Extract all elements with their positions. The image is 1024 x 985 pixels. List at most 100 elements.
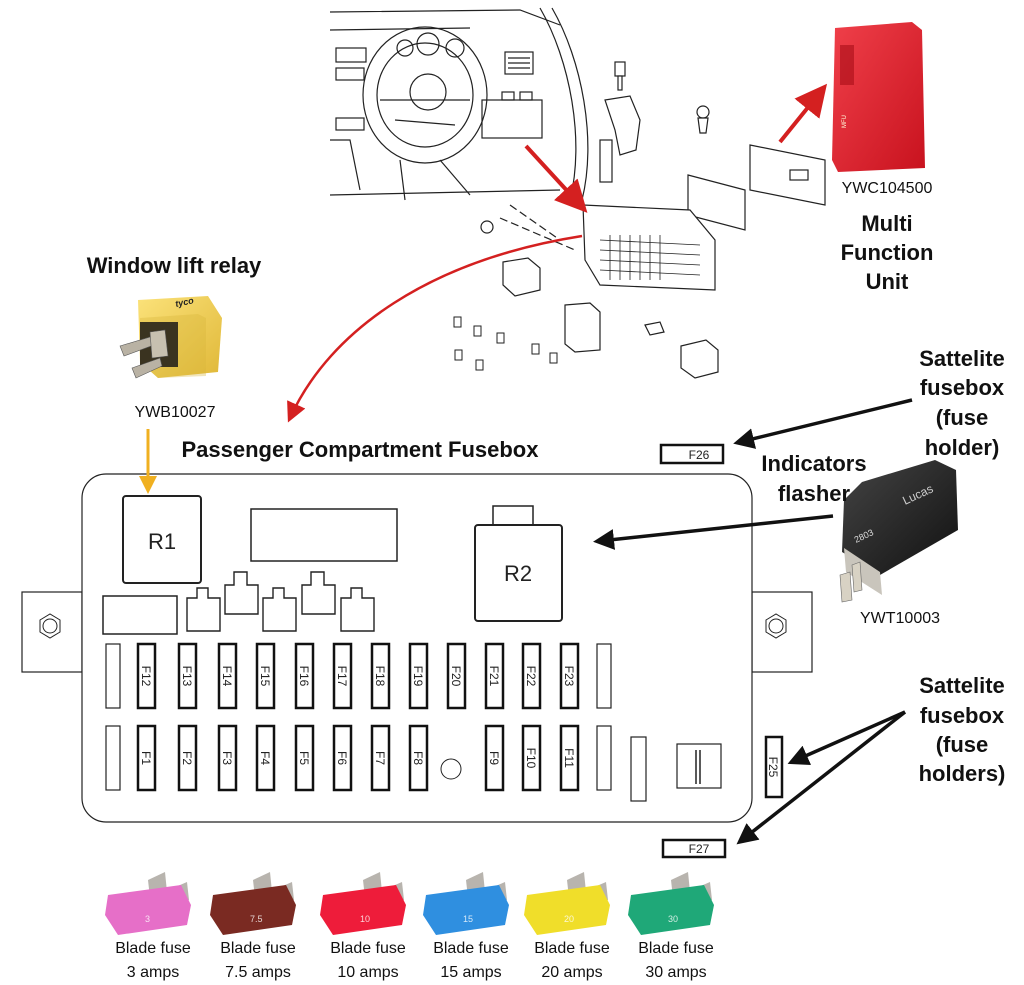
relay-label-r1: R1: [148, 529, 176, 554]
flasher-part-number: YWT10003: [859, 610, 941, 627]
exploded-parts: [453, 61, 826, 379]
fuse-slot-F3[interactable]: [217, 724, 238, 792]
fuse-slot-F16[interactable]: [294, 642, 315, 710]
blade-fuse-15-amp: 15: [423, 872, 509, 935]
fuse-label-F15: F15: [258, 666, 272, 687]
satellite-fuse-holders: F26 F25 F27: [659, 443, 784, 859]
blade-fuse-rating: 20 amps: [541, 964, 603, 981]
blade-fuse-10-amp: 10: [320, 872, 406, 935]
fuse-label-F26: F26: [689, 448, 710, 462]
blade-fuse-label: Blade fuse: [638, 940, 714, 957]
relay-label-r2: R2: [504, 561, 532, 586]
fuse-slot-F18[interactable]: [370, 642, 391, 710]
fuse-label-F8: F8: [411, 751, 425, 765]
fuse-slot-F8[interactable]: [408, 724, 429, 792]
fuse-slot-F15[interactable]: [255, 642, 276, 710]
fuse-label-F21: F21: [487, 666, 501, 687]
fuse-label-F17: F17: [335, 666, 349, 687]
satellite-holders-line-3: (fuse: [935, 732, 989, 757]
arrow-satellite-to-f26: [733, 398, 913, 449]
arrow-satellite-to-f25: [787, 710, 906, 765]
fuse-label-F4: F4: [258, 751, 272, 765]
satellite-holders-line-4: holders): [918, 761, 1006, 786]
fuse-label-F16: F16: [297, 666, 311, 687]
relay-brand-text: tyco: [174, 295, 195, 309]
fuse-slot-F20[interactable]: [446, 642, 467, 710]
blade-fuse-20-amp: 20: [524, 872, 610, 935]
blade-fuse-photos: 3 7.5 10 15 20 30: [105, 872, 714, 935]
fuse-slot-F11[interactable]: [559, 724, 580, 792]
fuse-slot-F6[interactable]: [332, 724, 353, 792]
flasher-label-line-2: flasher: [777, 481, 851, 506]
fuse-slot-F9[interactable]: [484, 724, 505, 792]
blade-fuse-rating: 30 amps: [645, 964, 707, 981]
flasher-label-line-1: Indicators: [761, 451, 867, 476]
blade-fuse-label: Blade fuse: [534, 940, 610, 957]
multi-function-unit-photo: MFU: [832, 22, 925, 172]
fuse-label-F2: F2: [180, 751, 194, 765]
satellite-holder-line-4: holder): [924, 435, 1000, 460]
fuse-slot-F22[interactable]: [521, 642, 542, 710]
fuse-label-F13: F13: [180, 666, 194, 687]
fuse-slot-F13[interactable]: [177, 642, 198, 710]
fuse-slot-F4[interactable]: [255, 724, 276, 792]
satellite-holders-line-2: fusebox: [919, 703, 1005, 728]
dashboard-illustration: [329, 7, 589, 201]
satellite-holder-line-2: fusebox: [919, 375, 1005, 400]
blade-fuse-marking: 30: [668, 914, 678, 924]
fuse-slot-F1[interactable]: [136, 724, 157, 792]
blade-fuse-marking: 15: [463, 914, 473, 924]
fuse-label-F3: F3: [220, 751, 234, 765]
mfu-label-line-3: Unit: [865, 269, 909, 294]
indicators-flasher-photo: Lucas 2803: [839, 460, 958, 603]
fuse-slot-F2[interactable]: [177, 724, 198, 792]
fuse-slot-F5[interactable]: [294, 724, 315, 792]
svg-text:MFU: MFU: [842, 115, 848, 128]
fuse-slot-F10[interactable]: [521, 724, 542, 792]
fuse-label-F20: F20: [449, 666, 463, 687]
mfu-label-line-2: Function: [840, 240, 934, 265]
fusebox-title: Passenger Compartment Fusebox: [181, 437, 539, 462]
fuse-slot-F21[interactable]: [484, 642, 505, 710]
blade-fuse-rating: 7.5 amps: [225, 964, 291, 981]
fuse-label-F23: F23: [562, 666, 576, 687]
fuse-slot-F27[interactable]: [661, 838, 727, 859]
fuse-label-F25: F25: [766, 757, 780, 778]
mfu-label-line-1: Multi: [861, 211, 913, 236]
fuse-slot-F7[interactable]: [370, 724, 391, 792]
fusebox-diagram: [21, 473, 813, 823]
fuse-slot-F26[interactable]: [659, 443, 725, 465]
fuse-label-F27: F27: [689, 842, 710, 856]
fuse-label-F19: F19: [411, 666, 425, 687]
blade-fuse-rating: 15 amps: [440, 964, 502, 981]
red-arrow-fusebox-to-diagram: [287, 234, 583, 423]
fuse-label-F12: F12: [139, 666, 153, 687]
blade-fuse-7.5-amp: 7.5: [210, 872, 296, 935]
fuse-label-F22: F22: [524, 666, 538, 687]
fuse-slot-F19[interactable]: [408, 642, 429, 710]
fuse-slot-F23[interactable]: [559, 642, 580, 710]
blade-fuse-label: Blade fuse: [115, 940, 191, 957]
fuse-label-F1: F1: [139, 751, 153, 765]
fuse-slot-F25[interactable]: [764, 735, 784, 799]
fuse-slot-F14[interactable]: [217, 642, 238, 710]
arrow-satellite-to-f27: [736, 710, 907, 845]
fuse-label-F5: F5: [297, 751, 311, 765]
satellite-holder-line-1: Sattelite: [919, 346, 1005, 371]
arrow-flasher-to-r2: [593, 514, 834, 550]
fuse-label-F11: F11: [562, 748, 576, 768]
blade-fuse-rating: 10 amps: [337, 964, 399, 981]
fuse-slot-F17[interactable]: [332, 642, 353, 710]
blade-fuse-label: Blade fuse: [220, 940, 296, 957]
window-lift-relay-label: Window lift relay: [86, 253, 262, 278]
fuse-label-F9: F9: [487, 751, 501, 765]
fuse-label-F6: F6: [335, 751, 349, 765]
fuse-label-F14: F14: [220, 666, 234, 687]
fuse-label-F7: F7: [373, 751, 387, 765]
satellite-holders-line-1: Sattelite: [919, 673, 1005, 698]
blade-fuse-3-amp: 3: [105, 872, 191, 935]
blade-fuse-marking: 20: [564, 914, 574, 924]
fuse-slot-F12[interactable]: [136, 642, 157, 710]
